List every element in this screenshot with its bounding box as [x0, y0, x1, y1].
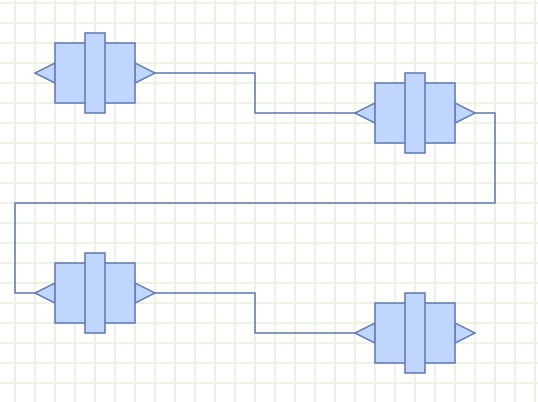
- component-center-bar: [84, 32, 106, 114]
- component-center-bar: [404, 292, 426, 374]
- component-1-connector-block-icon[interactable]: [33, 32, 157, 114]
- shape-layer: [33, 32, 477, 374]
- connector-component-3-to-component-4[interactable]: [155, 292, 355, 334]
- component-3-connector-block-icon[interactable]: [33, 252, 157, 334]
- component-center-bar: [84, 252, 106, 334]
- component-2-connector-block-icon[interactable]: [353, 72, 477, 154]
- component-4-connector-block-icon[interactable]: [353, 292, 477, 374]
- component-center-bar: [404, 72, 426, 154]
- connector-layer: [14, 72, 496, 334]
- connector-component-1-to-component-2[interactable]: [155, 72, 355, 114]
- connector-component-2-to-component-3[interactable]: [14, 112, 496, 294]
